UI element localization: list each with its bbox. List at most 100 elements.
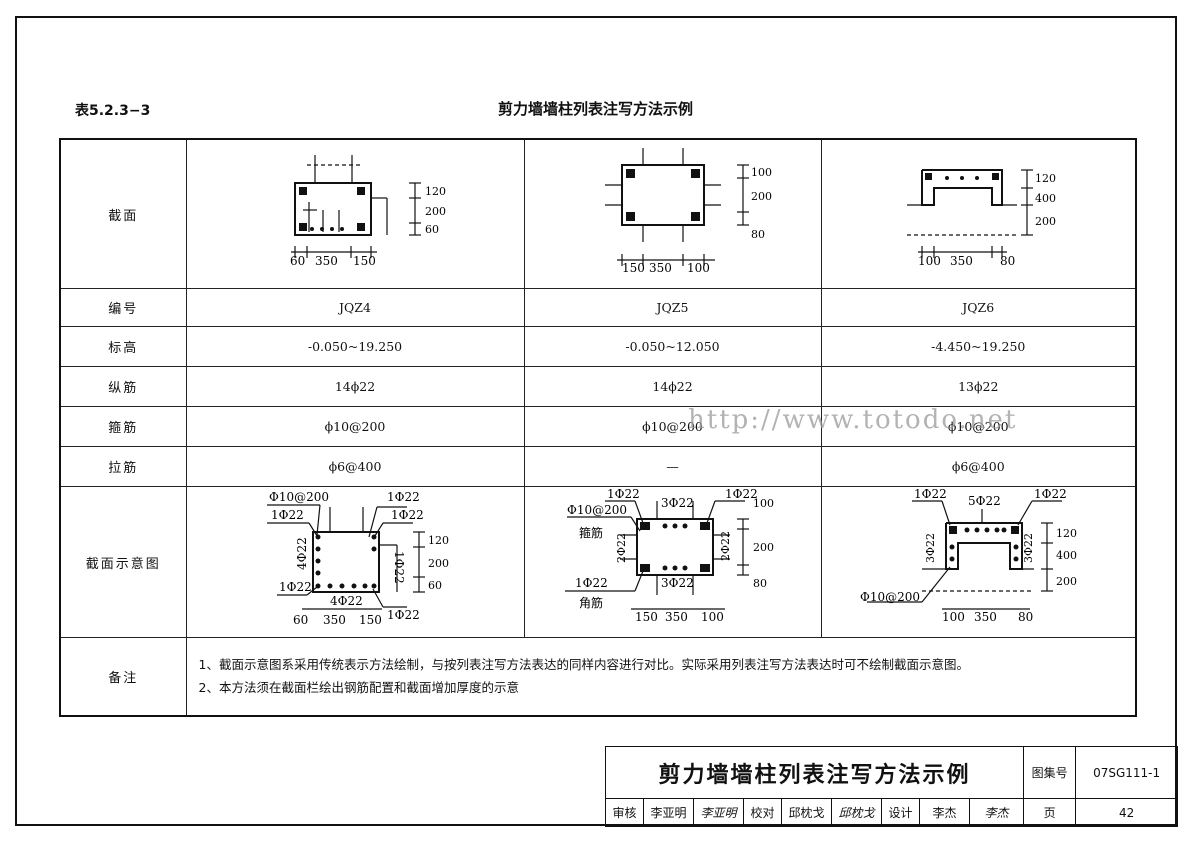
dim-label: 100 xyxy=(701,610,724,624)
dim-label: 350 xyxy=(950,254,973,268)
table-number: 表5.2.3−3 xyxy=(75,103,151,119)
section-drawing-jqz4: 60 350 150 120 200 60 xyxy=(185,138,525,289)
dim-label: 100 xyxy=(753,497,774,510)
schematic-drawing-jqz5: 1Φ22 3Φ22 1Φ22 Φ10@200 箍筋 2Φ22 2Φ22 1Φ22… xyxy=(523,486,822,638)
dim-label: 60 xyxy=(428,579,442,592)
dim-label: 100 xyxy=(751,166,772,179)
designer-signature: 李杰 xyxy=(968,798,1025,827)
dim-label: 200 xyxy=(753,541,774,554)
title-block: 剪力墙墙柱列表注写方法示例 图集号 07SG111-1 审核 李亚明 李亚明 校… xyxy=(604,746,1179,827)
rebar-label: 3Φ22 xyxy=(661,576,694,590)
schematic-sketch-jqz6: 1Φ22 5Φ22 1Φ22 3Φ22 3Φ22 Φ10@200 100 350… xyxy=(860,487,1077,624)
dim-label: 350 xyxy=(974,610,997,624)
cell-tie: ϕ6@400 xyxy=(185,446,525,487)
dim-label: 80 xyxy=(1000,254,1015,268)
rebar-label: 1Φ22 xyxy=(387,490,420,504)
rebar-label: 1Φ22 xyxy=(575,576,608,590)
dim-label: 60 xyxy=(293,613,308,627)
row-label-remarks: 备注 xyxy=(59,637,187,716)
rebar-label: Φ10@200 xyxy=(860,590,920,604)
atlas-label: 图集号 xyxy=(1023,746,1077,799)
row-label-schematic: 截面示意图 xyxy=(59,486,187,638)
dim-label: 80 xyxy=(753,577,767,590)
rebar-label: 1Φ22 xyxy=(391,508,424,522)
cell-stirrup: ϕ10@200 xyxy=(523,406,822,447)
dim-label: 200 xyxy=(1056,575,1077,588)
cell-elevation: -0.050~12.050 xyxy=(523,326,822,367)
section-drawing-jqz5: 150 350 100 100 200 80 xyxy=(523,138,822,289)
dim-label: 120 xyxy=(428,534,449,547)
table-title: 剪力墙墙柱列表注写方法示例 xyxy=(497,100,693,118)
cell-stirrup: ϕ10@200 xyxy=(820,406,1137,447)
cell-number: JQZ6 xyxy=(820,288,1137,327)
dim-label: 120 xyxy=(1035,172,1056,185)
cell-number: JQZ5 xyxy=(523,288,822,327)
table-row: 标高 -0.050~19.250 -0.050~12.050 -4.450~19… xyxy=(59,326,1137,367)
page-number: 42 xyxy=(1075,798,1179,827)
dim-label: 350 xyxy=(323,613,346,627)
rebar-label: 3Φ22 xyxy=(1022,533,1035,563)
remark-line: 1、截面示意图系采用传统表示方法绘制，与按列表注写方法表达的同样内容进行对比。实… xyxy=(198,657,969,673)
title-block-title: 剪力墙墙柱列表注写方法示例 xyxy=(604,746,1025,799)
row-label-number: 编号 xyxy=(59,288,187,327)
rebar-label: 1Φ22 xyxy=(725,487,758,501)
rebar-label: 1Φ22 xyxy=(1034,487,1067,501)
table-row: 编号 JQZ4 JQZ5 JQZ6 xyxy=(59,288,1137,327)
rebar-label: 5Φ22 xyxy=(968,494,1001,508)
dim-label: 80 xyxy=(751,228,765,241)
row-label-tie: 拉筋 xyxy=(59,446,187,487)
rebar-label: 2Φ22 xyxy=(615,533,628,563)
table-row: 纵筋 14ϕ22 14ϕ22 13ϕ22 xyxy=(59,366,1137,407)
section-drawing-jqz6: 100 350 80 120 400 200 xyxy=(820,138,1137,289)
dim-label: 100 xyxy=(918,254,941,268)
rebar-label: 1Φ22 xyxy=(387,608,420,622)
table-row: 箍筋 ϕ10@200 ϕ10@200 ϕ10@200 xyxy=(59,406,1137,447)
dim-label: 200 xyxy=(425,205,446,218)
table-row: 截面示意图 xyxy=(59,486,1137,638)
dim-label: 400 xyxy=(1035,192,1056,205)
rebar-label: 角筋 xyxy=(579,595,603,610)
rebar-label: Φ10@200 xyxy=(567,503,627,517)
schematic-drawing-jqz6: 1Φ22 5Φ22 1Φ22 3Φ22 3Φ22 Φ10@200 100 350… xyxy=(820,486,1137,638)
dim-label: 120 xyxy=(425,185,446,198)
cell-stirrup: ϕ10@200 xyxy=(185,406,525,447)
cell-number: JQZ4 xyxy=(185,288,525,327)
watermark-text: http://www.totodo.net xyxy=(688,405,1018,435)
section-sketch-jqz6: 100 350 80 120 400 200 xyxy=(906,169,1056,268)
dim-label: 350 xyxy=(315,254,338,268)
table-row: 备注 1、截面示意图系采用传统表示方法绘制，与按列表注写方法表达的同样内容进行对… xyxy=(59,637,1137,716)
rebar-label: 箍筋 xyxy=(579,525,603,540)
dim-label: 100 xyxy=(687,261,710,275)
rebar-label: 1Φ22 xyxy=(607,487,640,501)
table-row: 拉筋 ϕ6@400 — ϕ6@400 xyxy=(59,446,1137,487)
dim-label: 150 xyxy=(353,254,376,268)
row-label-elevation: 标高 xyxy=(59,326,187,367)
designer-name: 李杰 xyxy=(919,798,970,827)
dim-label: 120 xyxy=(1056,527,1077,540)
schematic-sketch-jqz4: Φ10@200 1Φ22 1Φ22 1Φ22 4Φ22 1Φ22 4Φ22 1Φ… xyxy=(266,490,449,627)
remark-line: 2、本方法须在截面栏绘出钢筋配置和截面增加厚度的示意 xyxy=(198,680,519,696)
dim-label: 350 xyxy=(665,610,688,624)
schematic-sketch-jqz5: 1Φ22 3Φ22 1Φ22 Φ10@200 箍筋 2Φ22 2Φ22 1Φ22… xyxy=(564,487,774,624)
rebar-label: 1Φ22 xyxy=(392,551,406,584)
section-sketch-jqz4: 60 350 150 120 200 60 xyxy=(290,155,446,268)
dim-label: 150 xyxy=(622,261,645,275)
rebar-label: Φ10@200 xyxy=(269,490,329,504)
checker-signature: 邱枕戈 xyxy=(831,798,882,827)
checker-name: 邱枕戈 xyxy=(781,798,832,827)
cell-longitudinal: 14ϕ22 xyxy=(523,366,822,407)
row-label-section: 截面 xyxy=(59,138,187,289)
drawing-frame xyxy=(15,16,1177,826)
reviewer-signature: 李亚明 xyxy=(693,798,744,827)
design-label: 设计 xyxy=(881,798,920,827)
rebar-label: 1Φ22 xyxy=(279,580,312,594)
dim-label: 150 xyxy=(359,613,382,627)
dim-label: 400 xyxy=(1056,549,1077,562)
dim-label: 150 xyxy=(635,610,658,624)
section-sketch-jqz5: 150 350 100 100 200 80 xyxy=(604,148,772,275)
dim-label: 350 xyxy=(649,261,672,275)
remarks-cell: 1、截面示意图系采用传统表示方法绘制，与按列表注写方法表达的同样内容进行对比。实… xyxy=(185,637,1137,716)
cell-longitudinal: 14ϕ22 xyxy=(185,366,525,407)
cell-tie: — xyxy=(523,446,822,487)
schematic-drawing-jqz4: Φ10@200 1Φ22 1Φ22 1Φ22 4Φ22 1Φ22 4Φ22 1Φ… xyxy=(185,486,525,638)
